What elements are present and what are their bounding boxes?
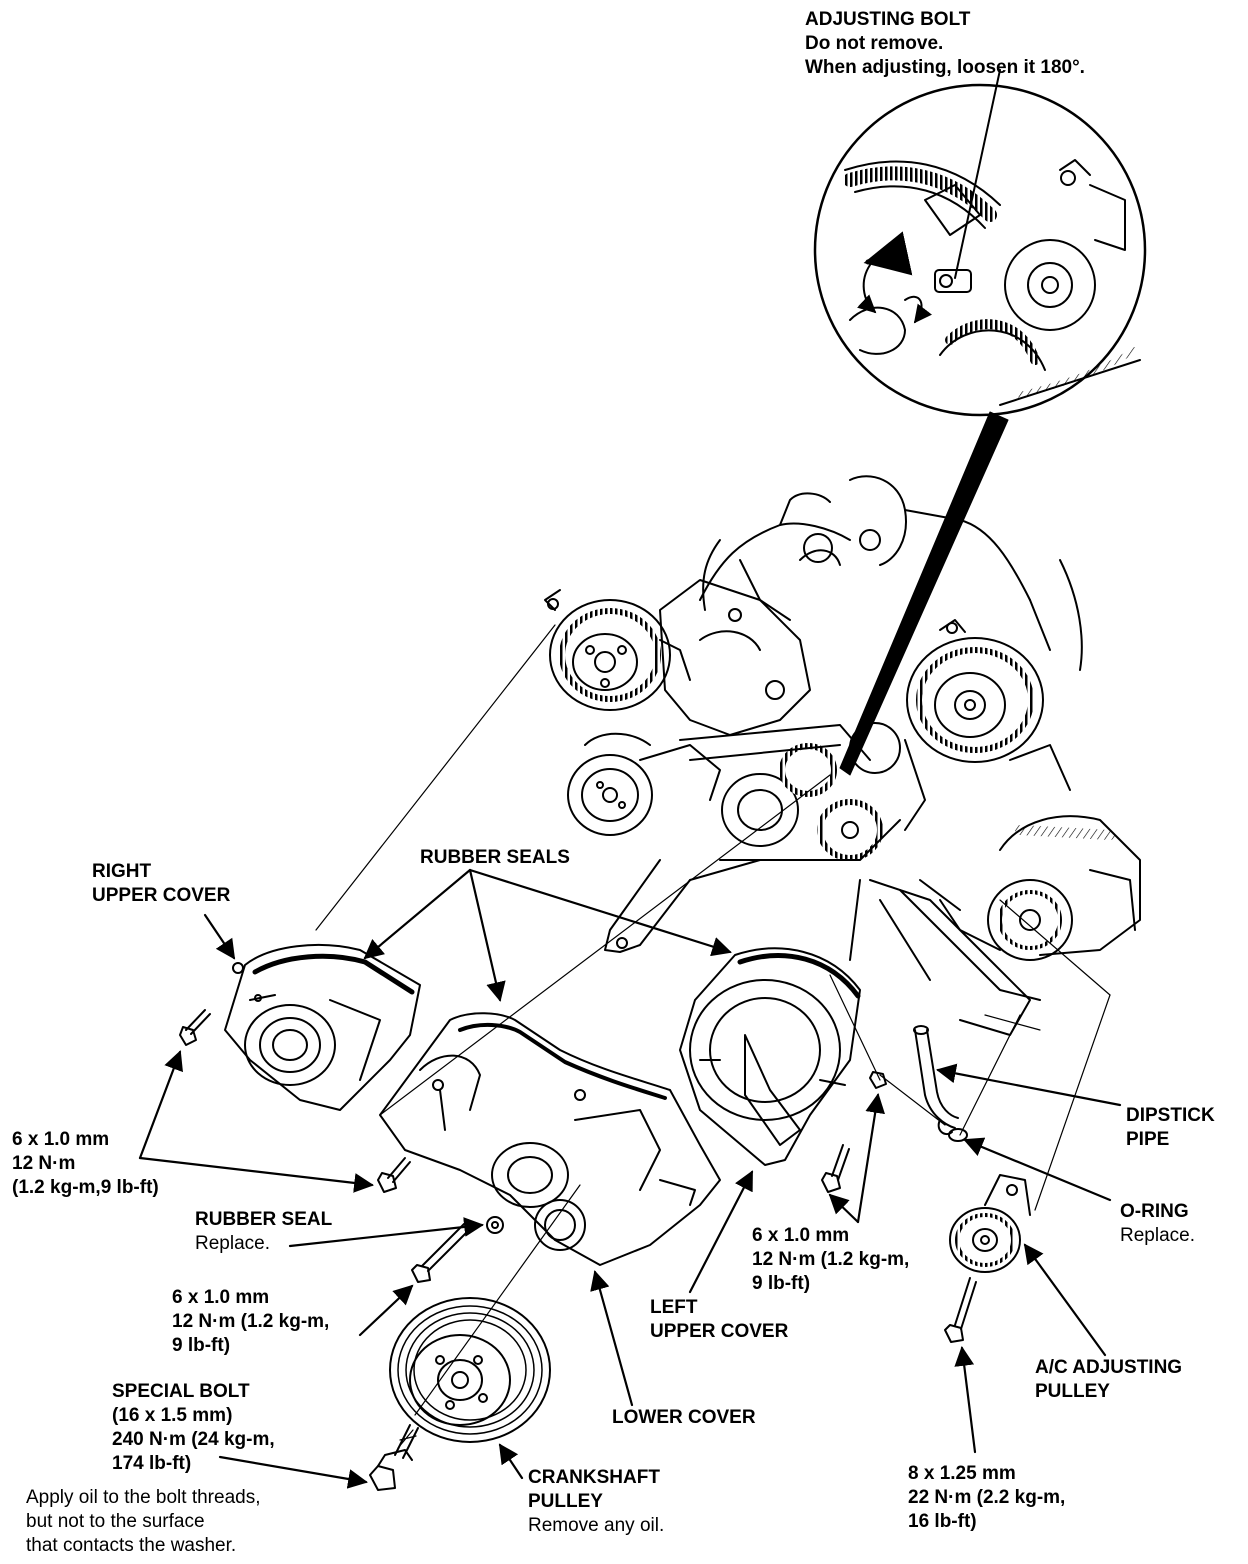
bolts [179, 1009, 977, 1491]
label-bolt-center: 6 x 1.0 mm 12 N·m (1.2 kg-m, 9 lb-ft) [752, 1224, 909, 1296]
engine-block [544, 469, 1141, 1036]
bolt-right-torque: 22 N·m (2.2 kg-m, [908, 1487, 1066, 1508]
special-bolt-size: (16 x 1.5 mm) [112, 1405, 233, 1426]
label-lower-cover: LOWER COVER [612, 1406, 756, 1430]
bolt-lower-torque-alt: 9 lb-ft) [172, 1335, 231, 1356]
bolt-lower-size: 6 x 1.0 mm [172, 1287, 270, 1308]
left-upper-cover [679, 947, 861, 1166]
dipstick-pipe-drawing [913, 1025, 968, 1142]
label-crankshaft-pulley: CRANKSHAFT PULLEY Remove any oil. [528, 1466, 664, 1538]
label-bolt-left: 6 x 1.0 mm 12 N·m (1.2 kg-m,9 lb-ft) [12, 1128, 159, 1200]
label-ac-adjusting-pulley: A/C ADJUSTING PULLEY [1035, 1356, 1182, 1404]
label-special-bolt: SPECIAL BOLT (16 x 1.5 mm) 240 N·m (24 k… [112, 1380, 275, 1476]
label-left-upper-cover: LEFT UPPER COVER [650, 1296, 788, 1344]
label-bolt-right: 8 x 1.25 mm 22 N·m (2.2 kg-m, 16 lb-ft) [908, 1462, 1065, 1534]
adjusting-bolt-note-2: When adjusting, loosen it 180°. [805, 57, 1085, 78]
crankshaft-pulley-drawing [389, 1297, 551, 1443]
ac-adjusting-pulley-drawing [949, 1174, 1031, 1273]
crankshaft-pulley-line-1: CRANKSHAFT [528, 1467, 660, 1488]
special-bolt-title: SPECIAL BOLT [112, 1381, 250, 1402]
special-bolt-torque-alt: 174 lb-ft) [112, 1453, 192, 1474]
special-bolt-note-1: Apply oil to the bolt threads, [26, 1487, 261, 1508]
special-bolt-note-2: but not to the surface [26, 1511, 205, 1532]
lower-cover [379, 1012, 721, 1266]
detail-inset [813, 83, 1147, 417]
crankshaft-pulley-note: Remove any oil. [528, 1515, 665, 1536]
label-rubber-seals: RUBBER SEALS [420, 846, 570, 870]
special-bolt-note-3: that contacts the washer. [26, 1535, 237, 1556]
left-upper-cover-line-2: UPPER COVER [650, 1321, 789, 1342]
label-arrows [138, 868, 1122, 1489]
lower-cover-title: LOWER COVER [612, 1407, 756, 1428]
rubber-seal-note: Replace. [195, 1233, 270, 1254]
bolt-lower-torque: 12 N·m (1.2 kg-m, [172, 1311, 330, 1332]
bolt-center-size: 6 x 1.0 mm [752, 1225, 850, 1246]
dipstick-pipe-line-1: DIPSTICK [1126, 1105, 1215, 1126]
bolt-center-torque: 12 N·m (1.2 kg-m, [752, 1249, 910, 1270]
bolt-left-size: 6 x 1.0 mm [12, 1129, 110, 1150]
right-upper-cover-line-1: RIGHT [92, 861, 152, 882]
right-upper-cover [224, 944, 421, 1111]
o-ring-note: Replace. [1120, 1225, 1195, 1246]
ac-adjusting-pulley-line-1: A/C ADJUSTING [1035, 1357, 1183, 1378]
left-upper-cover-line-1: LEFT [650, 1297, 698, 1318]
label-adjusting-bolt: ADJUSTING BOLT Do not remove. When adjus… [805, 8, 1085, 80]
o-ring-title: O-RING [1120, 1201, 1189, 1222]
bolt-right-torque-alt: 16 lb-ft) [908, 1511, 977, 1532]
ac-adjusting-pulley-line-2: PULLEY [1035, 1381, 1110, 1402]
label-bolt-lower: 6 x 1.0 mm 12 N·m (1.2 kg-m, 9 lb-ft) [172, 1286, 329, 1358]
label-o-ring: O-RING Replace. [1120, 1200, 1195, 1248]
rubber-seals-title: RUBBER SEALS [420, 847, 570, 868]
adjusting-bolt-note-1: Do not remove. [805, 33, 944, 54]
bolt-right-size: 8 x 1.25 mm [908, 1463, 1016, 1484]
label-dipstick-pipe: DIPSTICK PIPE [1126, 1104, 1215, 1152]
bolt-left-torque: 12 N·m [12, 1153, 76, 1174]
crankshaft-pulley-line-2: PULLEY [528, 1491, 603, 1512]
label-right-upper-cover: RIGHT UPPER COVER [92, 860, 230, 908]
special-bolt-torque: 240 N·m (24 kg-m, [112, 1429, 275, 1450]
right-upper-cover-line-2: UPPER COVER [92, 885, 231, 906]
label-rubber-seal: RUBBER SEAL Replace. [195, 1208, 332, 1256]
dipstick-pipe-line-2: PIPE [1126, 1129, 1170, 1150]
bolt-left-torque-alt: (1.2 kg-m,9 lb-ft) [12, 1177, 159, 1198]
adjusting-bolt-title: ADJUSTING BOLT [805, 9, 971, 30]
label-special-bolt-note: Apply oil to the bolt threads, but not t… [26, 1486, 260, 1558]
bolt-center-torque-alt: 9 lb-ft) [752, 1273, 811, 1294]
rubber-seal-title: RUBBER SEAL [195, 1209, 333, 1230]
